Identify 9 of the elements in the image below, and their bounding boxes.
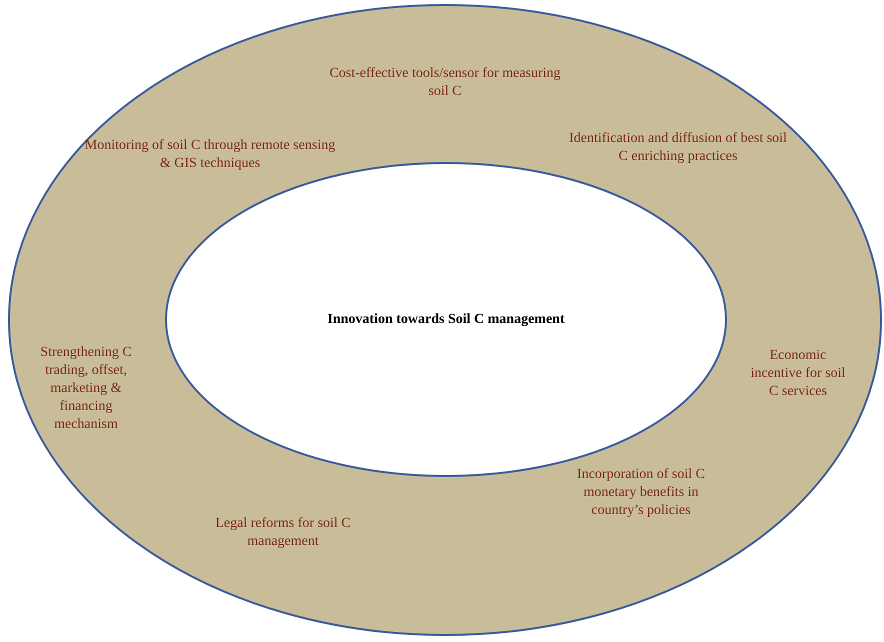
ring-text: Incorporation of soil C monetary benefits in country’s policies [576, 466, 706, 520]
ring-text: Legal reforms for soil C management [214, 515, 352, 551]
ring-text: Monitoring of soil C through remote sensing & GIS techniques [84, 137, 336, 173]
ring-text: Identification and diffusion of best soil C enriching practices [568, 130, 788, 166]
ring-text: Cost-effective tools/sensor for measuring soil C [328, 65, 562, 101]
center-title: Innovation towards Soil C management [326, 312, 566, 328]
ring-text: Economic incentive for soil C services [750, 347, 846, 401]
ring-text: Strengthening C trading, offset, marketing & financing mechanism [39, 344, 133, 434]
outer-ring [8, 4, 882, 636]
